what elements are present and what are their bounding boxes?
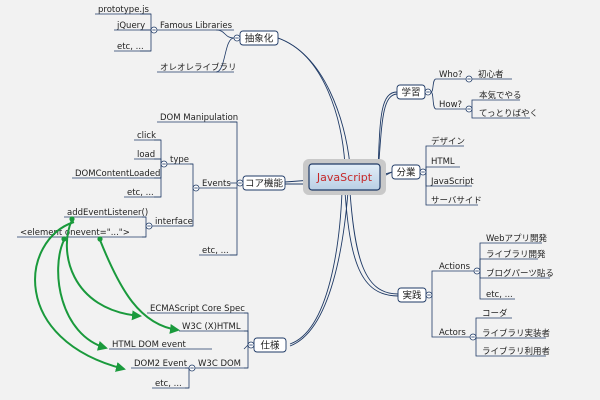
node-spec-label: 仕様	[260, 340, 280, 352]
node-division-label: 分業	[396, 167, 416, 179]
branch-spec: 仕様 ECMAScript Core Spec W3C (X)HTML HTML…	[109, 304, 287, 389]
branch-learning: 学習 Who? 初心者 How? 本気でやる てっとりばやく	[396, 69, 538, 119]
node-html-dom-event[interactable]: HTML DOM event	[112, 340, 187, 350]
node-library-user[interactable]: ライブラリ利用者	[482, 346, 551, 357]
node-onevent-attr[interactable]: <element onevent="...">	[20, 228, 130, 238]
node-coder[interactable]: コーダ	[482, 308, 508, 319]
node-w3c-dom[interactable]: W3C DOM	[198, 359, 241, 369]
branch-abstraction: 抽象化 Famous Libraries prototype.js jQuery…	[95, 5, 279, 73]
node-quickly[interactable]: てっとりばやく	[479, 109, 538, 119]
trunks	[268, 37, 399, 347]
node-famous-etc[interactable]: etc, ...	[117, 42, 144, 52]
node-actors[interactable]: Actors	[439, 328, 466, 338]
node-jquery[interactable]: jQuery	[116, 21, 145, 31]
node-actions[interactable]: Actions	[439, 262, 471, 272]
relation-onevent-to-xhtml	[99, 239, 180, 334]
node-domcontentloaded[interactable]: DOMContentLoaded	[75, 169, 160, 179]
node-library-dev[interactable]: ライブラリ開発	[486, 249, 546, 260]
node-webapp-dev[interactable]: Webアプリ開発	[486, 234, 548, 244]
relation-anchor-onevent-right	[97, 236, 103, 242]
relation-onevent-to-html-dom-event	[57, 239, 108, 351]
node-core-label: コア機能	[245, 178, 284, 190]
center-node[interactable]: JavaScript	[303, 159, 386, 195]
node-dom2-event[interactable]: DOM2 Event	[134, 359, 188, 369]
node-w3c-dom-etc[interactable]: etc, ...	[155, 379, 182, 389]
branch-practice: 実践 Actions Webアプリ開発 ライブラリ開発 ブログパーツ貼る etc…	[397, 234, 554, 357]
relation-addeventlistener-to-dom2	[34, 221, 126, 372]
node-click[interactable]: click	[137, 131, 156, 141]
node-addeventlistener[interactable]: addEventListener()	[67, 208, 148, 218]
node-actions-etc[interactable]: etc, ...	[486, 290, 513, 300]
node-serverside[interactable]: サーバサイド	[431, 196, 482, 206]
node-dom-manipulation[interactable]: DOM Manipulation	[160, 113, 238, 123]
node-practice-label: 実践	[402, 290, 422, 302]
relation-addeventlistener-to-ecmascript	[65, 219, 142, 321]
node-abstraction-label: 抽象化	[245, 33, 274, 45]
node-interface[interactable]: interface	[155, 217, 193, 227]
node-learning-label: 学習	[401, 87, 420, 99]
node-beginner[interactable]: 初心者	[478, 69, 504, 80]
node-design[interactable]: デザイン	[431, 136, 465, 147]
node-events[interactable]: Events	[202, 179, 231, 189]
center-label: JavaScript	[316, 171, 373, 184]
node-famous-libraries[interactable]: Famous Libraries	[160, 21, 233, 31]
node-how[interactable]: How?	[439, 100, 462, 110]
node-serious[interactable]: 本気でやる	[479, 90, 522, 101]
node-html[interactable]: HTML	[431, 157, 455, 167]
node-who[interactable]: Who?	[439, 70, 463, 80]
node-ecmascript[interactable]: ECMAScript Core Spec	[150, 304, 245, 314]
relation-anchor-addeventlistener	[69, 216, 75, 222]
branch-core: コア機能 DOM Manipulation Events type click …	[17, 113, 286, 256]
node-library-implementer[interactable]: ライブラリ実装者	[482, 328, 551, 339]
relation-anchor-onevent-left	[61, 236, 67, 242]
node-own-library[interactable]: オレオレライブラリ	[160, 62, 237, 73]
node-type-etc[interactable]: etc, ...	[127, 188, 154, 198]
node-javascript-role[interactable]: JavaScript	[430, 177, 474, 187]
relationship-arrows	[34, 216, 180, 372]
node-type[interactable]: type	[170, 155, 189, 165]
node-load[interactable]: load	[137, 150, 155, 160]
node-prototype[interactable]: prototype.js	[98, 5, 149, 15]
branch-division: 分業 デザイン HTML JavaScript サーバサイド	[391, 136, 482, 206]
node-blog-parts[interactable]: ブログパーツ貼る	[486, 268, 554, 279]
node-core-etc[interactable]: etc, ...	[202, 246, 229, 256]
node-w3c-xhtml[interactable]: W3C (X)HTML	[182, 322, 241, 332]
